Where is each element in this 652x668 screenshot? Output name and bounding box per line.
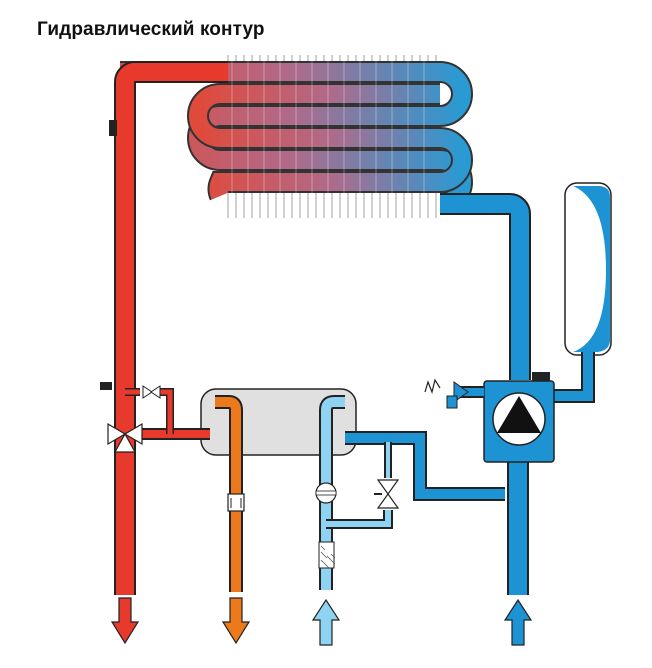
- safety-valve-icon: [424, 378, 484, 409]
- primary-heat-exchanger-icon: [120, 55, 473, 218]
- cold-water-pipe: [315, 395, 393, 590]
- return-from-plate-hx: [345, 431, 505, 509]
- flow-sensor-icon: [227, 493, 245, 512]
- dhw-hot-pipe: [215, 395, 245, 592]
- heating-return-in-arrow: [503, 598, 533, 646]
- filter-icon: [318, 541, 336, 569]
- fill-valve-icon: [374, 479, 400, 509]
- three-way-valve-icon: [107, 422, 143, 453]
- heating-flow-pipe: [109, 61, 228, 595]
- circulation-pump-icon: [424, 372, 555, 463]
- expansion-vessel-icon: [552, 182, 612, 403]
- cold-water-in-arrow: [311, 598, 341, 646]
- primary-dhw-loop: [100, 382, 210, 440]
- diagram-title: Гидравлический контур: [37, 19, 265, 40]
- dhw-out-arrow: [221, 597, 251, 645]
- heating-return-pipe: [440, 193, 531, 595]
- heating-flow-out-arrow: [110, 597, 140, 645]
- temperature-sensor-icon: [109, 120, 117, 136]
